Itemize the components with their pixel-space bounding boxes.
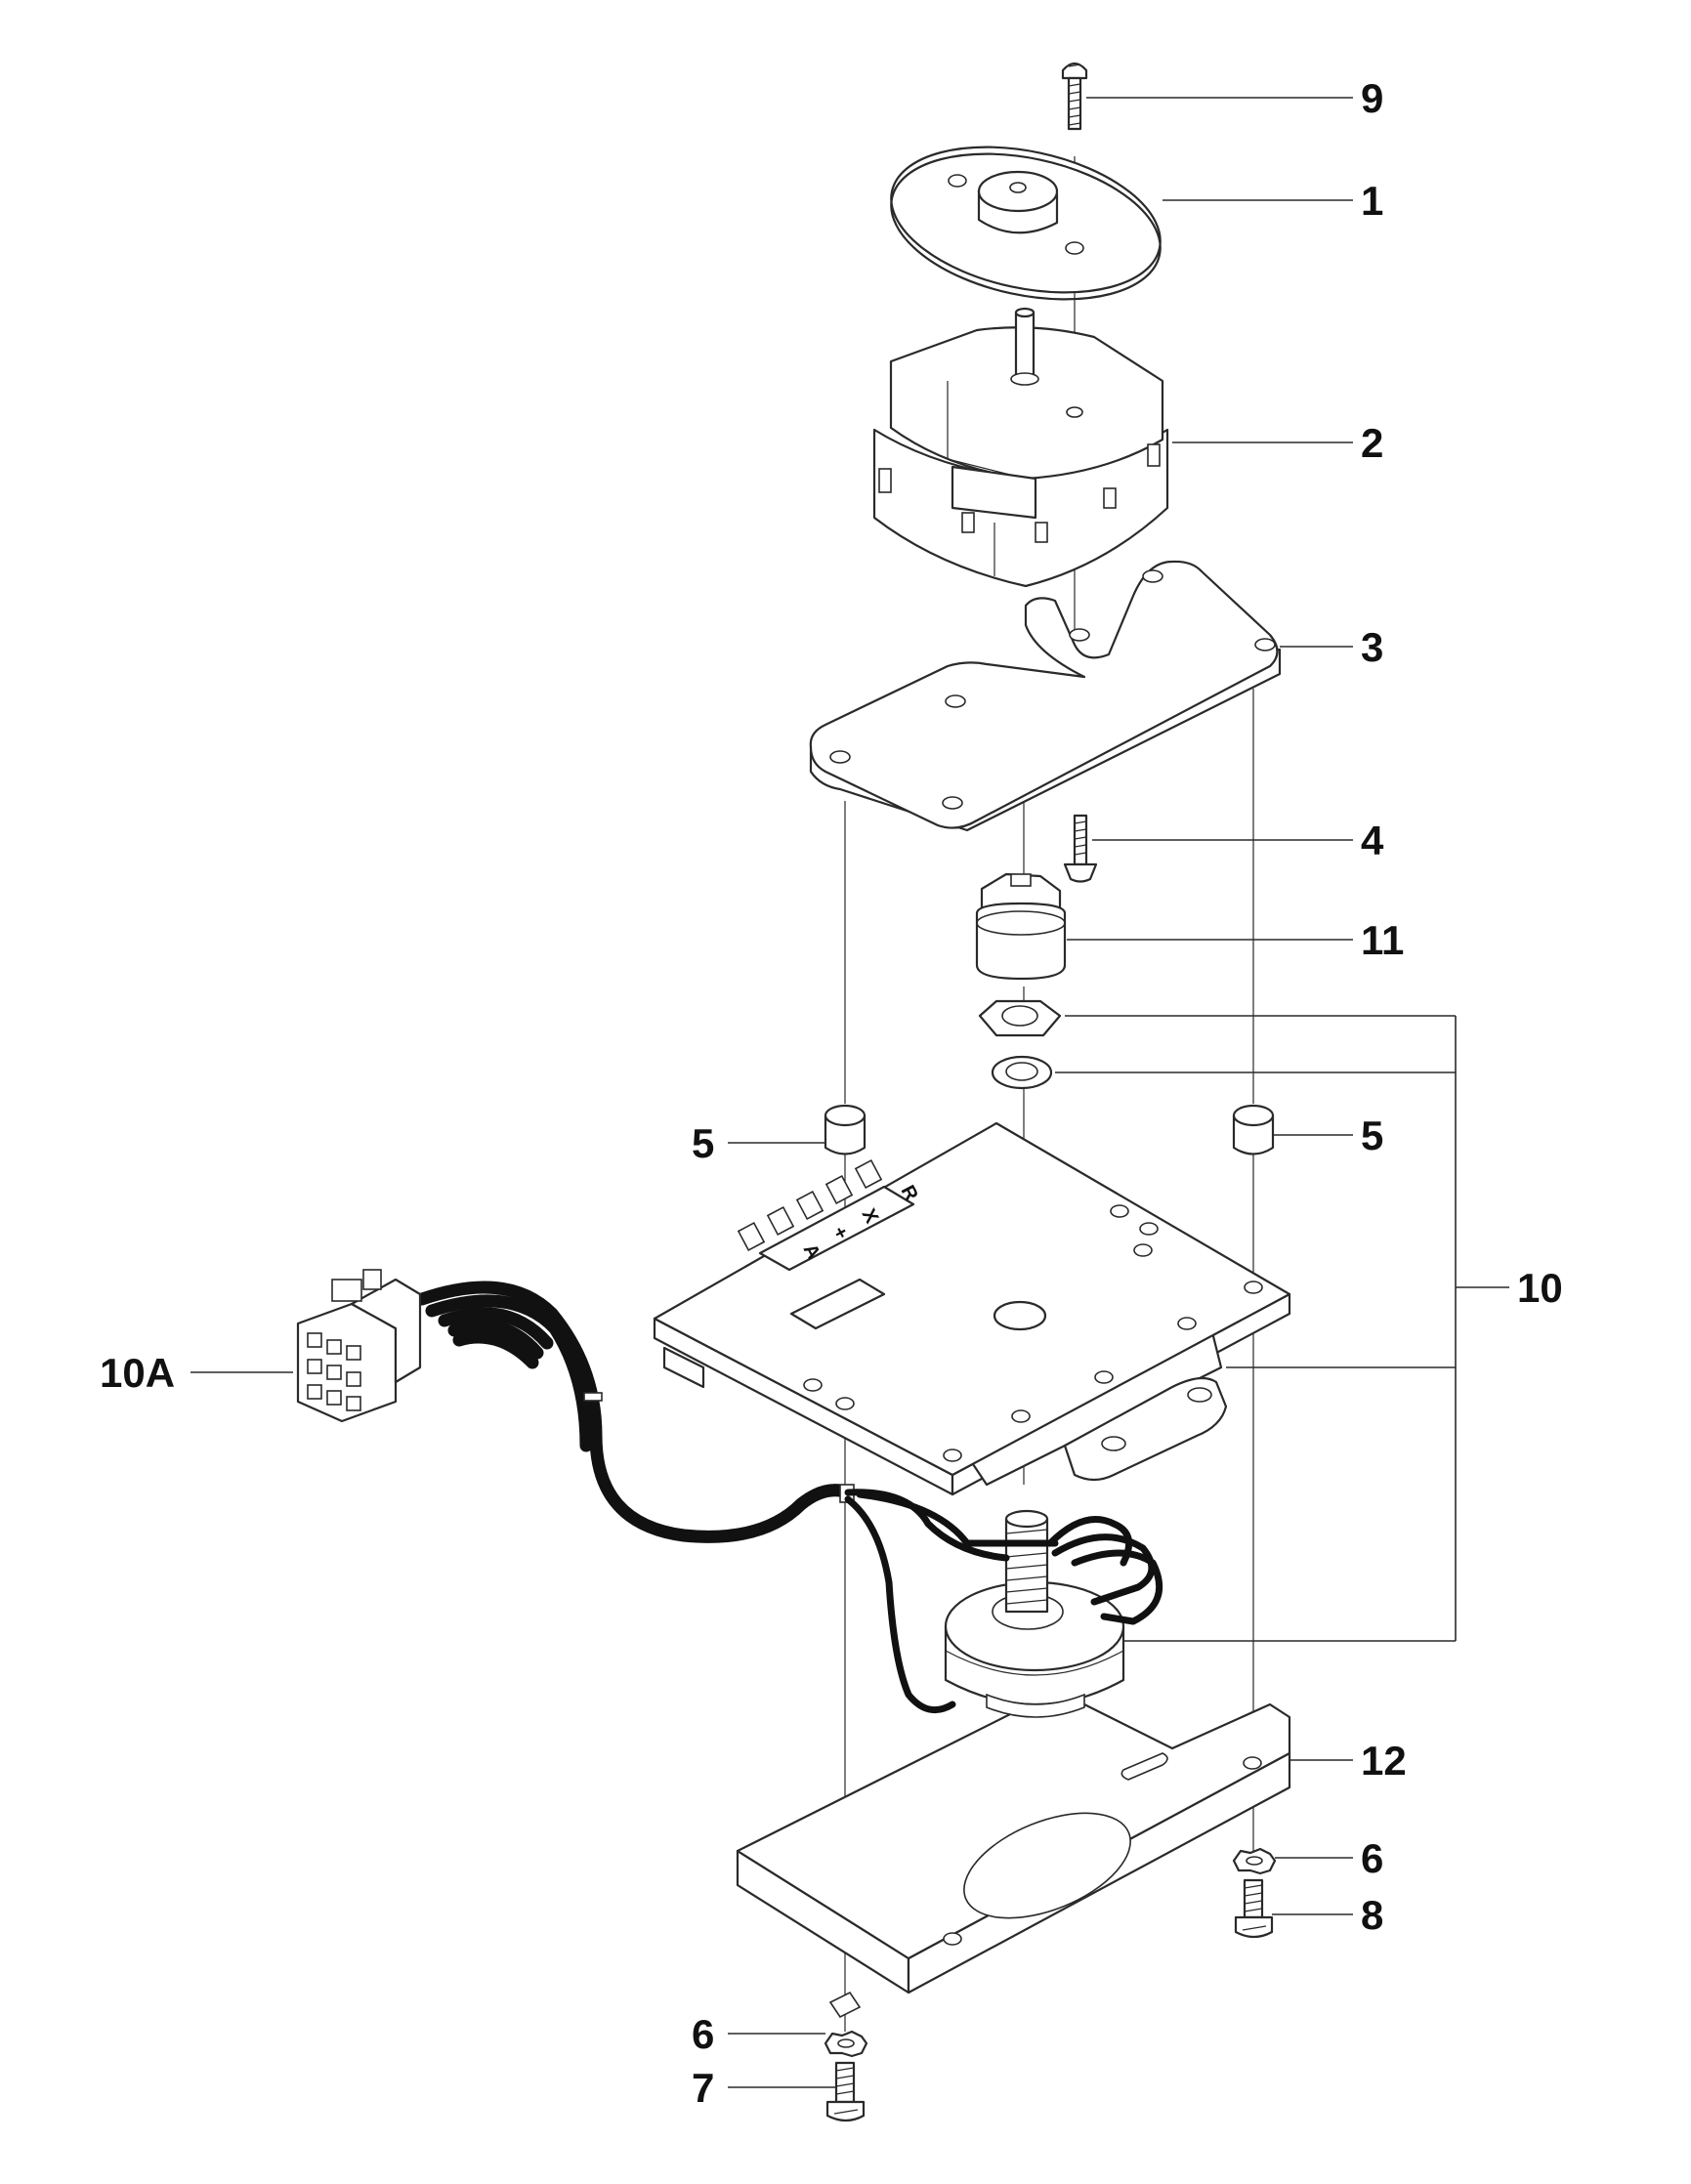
part-12-bracket: [736, 1696, 1291, 2019]
callout-5-right: 5: [1361, 1113, 1383, 1158]
callout-12: 12: [1361, 1738, 1407, 1784]
callout-8: 8: [1361, 1892, 1383, 1938]
part-6-washer-right: [1232, 1847, 1277, 1875]
callout-1: 1: [1361, 178, 1383, 224]
callout-7: 7: [692, 2065, 714, 2111]
part-10-pcb: R X + A: [653, 1121, 1291, 1496]
part-11-coupler: [975, 872, 1067, 981]
part-8-screw: [1234, 1878, 1274, 1939]
callout-3: 3: [1361, 624, 1383, 670]
callout-6-right: 6: [1361, 1835, 1383, 1881]
part-10a-connector: [296, 1269, 422, 1423]
wire-harness: [415, 1281, 1163, 1714]
part-6-washer-left: [824, 2030, 868, 2058]
part-5-spacer-left: [824, 1104, 867, 1155]
callout-labels: 9 1 2 3 4 11 5 5 10 10A 12 6 8 6 7: [100, 75, 1563, 2111]
callout-10: 10: [1517, 1265, 1563, 1311]
callout-10a: 10A: [100, 1350, 175, 1396]
part-1-plate: [890, 146, 1162, 301]
leader-lines: [190, 97, 1509, 2088]
part-9-screw: [1061, 62, 1088, 131]
part-3-bracket: [809, 560, 1282, 832]
part-10-potentiometer: [944, 1509, 1125, 1718]
callout-9: 9: [1361, 75, 1383, 121]
callout-11: 11: [1361, 917, 1404, 963]
part-4-screw: [1063, 814, 1098, 883]
callout-2: 2: [1361, 420, 1383, 466]
callout-4: 4: [1361, 818, 1384, 863]
callout-5-left: 5: [692, 1120, 714, 1166]
part-10-washer: [991, 1055, 1053, 1090]
part-2-motor: [872, 307, 1169, 588]
part-10-nut: [978, 999, 1062, 1037]
part-5-spacer-right: [1232, 1104, 1275, 1155]
part-7-screw: [825, 2061, 866, 2122]
callout-6-left: 6: [692, 2011, 714, 2057]
